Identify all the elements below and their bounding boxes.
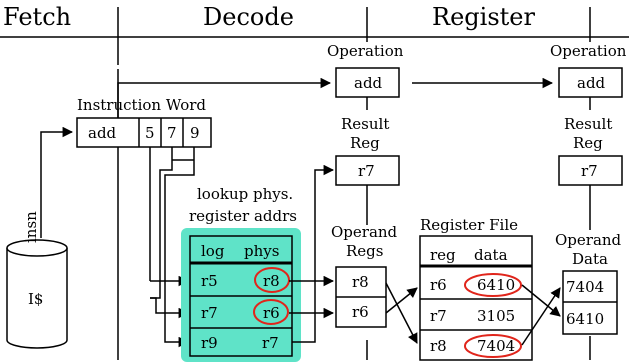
rf-header-data: data [474,246,508,264]
operand-data-label-2: Data [572,250,608,268]
map-row-1-phys: r8 [263,272,280,290]
rf-row-2-data: 3105 [477,307,515,325]
operand-data-1: 7404 [566,278,604,296]
map-row-3-log: r9 [201,334,218,352]
operand-r6-to-rf [385,287,418,314]
operand-data-2: 6410 [566,310,604,328]
operation-value-decode: add [354,74,383,92]
insn-arrow: insn [22,126,74,243]
rf-row-3-reg: r8 [430,337,447,355]
iw-field-2: 7 [167,124,177,142]
result-label-decode-2: Reg [350,134,380,152]
operation-label-register: Operation [550,42,627,60]
cache-label: I$ [28,290,43,308]
rf-row-2-reg: r7 [430,307,447,325]
highlight-circle-map-r6 [253,299,289,325]
register-file: Register File reg data r6 6410 r7 3105 r… [419,216,533,361]
highlight-circle-map-r8 [254,267,290,293]
operation-value-register: add [577,74,606,92]
rf-row-1-reg: r6 [430,276,447,294]
map-table: lookup phys. register addrs log phys r5 … [181,185,301,362]
iw-field-3: 9 [190,124,200,142]
stage-headers: Fetch Decode Register [0,3,629,360]
operand-data-label-1: Operand [555,231,622,249]
highlight-circle-rf-6410 [464,273,522,297]
field-wires [149,147,195,348]
operand-data: Operand Data 7404 6410 [555,231,622,335]
register-file-label: Register File [420,216,518,234]
operation-register: Operation add [550,42,627,98]
opcode-arrow [117,77,332,118]
operand-reg-2: r6 [352,303,369,321]
lookup-label-2: register addrs [189,207,297,225]
iw-opcode: add [88,124,117,142]
map-table-bg [181,228,301,362]
rf-row-3-data: 7404 [477,337,515,355]
result-value-register: r7 [581,162,598,180]
map-row-2-log: r7 [201,304,218,322]
operand-r8-to-rf [385,282,418,344]
stage-title-fetch: Fetch [3,3,71,31]
lookup-label-1: lookup phys. [197,185,293,203]
operand-regs-label-1: Operand [331,223,398,241]
operand-reg-1: r8 [352,273,369,291]
stage-title-register: Register [432,3,535,31]
rf-7404-to-data [521,287,561,346]
result-reg-decode: Result Reg r7 [335,115,400,186]
dest-reg-arrow [292,164,335,343]
operation-decode: Operation add [327,42,404,98]
highlight-circle-rf-7404 [464,334,522,358]
map-row-3-phys: r7 [262,334,279,352]
instruction-word: Instruction Word add 5 7 9 [76,96,212,148]
map-header-phys: phys [244,242,279,260]
operand-regs-label-2: Regs [346,242,383,260]
map-row-1-log: r5 [201,272,218,290]
map-row-2-phys: r6 [263,304,280,322]
result-label-decode-1: Result [341,115,389,133]
rf-6410-to-data [521,284,561,317]
operation-label-decode: Operation [327,42,404,60]
map-header-log: log [201,242,225,260]
result-value-decode: r7 [358,162,375,180]
result-label-register-2: Reg [573,134,603,152]
instruction-word-label: Instruction Word [77,96,206,114]
result-reg-register: Result Reg r7 [558,115,623,186]
operand-regs: Operand Regs r8 r6 [331,223,398,328]
rf-header-reg: reg [430,246,456,264]
insn-label: insn [22,211,40,243]
rf-row-1-data: 6410 [477,276,515,294]
stage-title-decode: Decode [203,3,294,31]
instruction-cache: I$ [6,239,68,349]
result-label-register-1: Result [564,115,612,133]
iw-field-1: 5 [145,124,155,142]
